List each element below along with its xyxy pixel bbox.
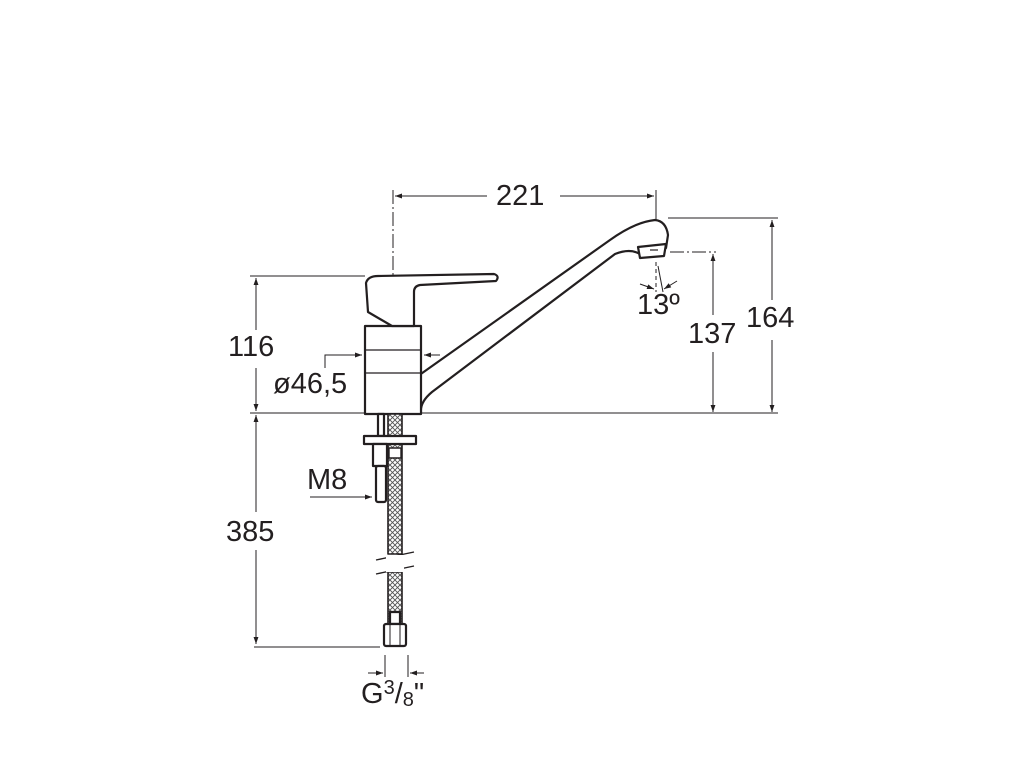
- dim-connection-thread: G3/8": [361, 677, 425, 711]
- dim-hose-length: 385: [226, 516, 275, 548]
- dim-spout-reach: 221: [496, 180, 545, 212]
- hose-ferrule: [388, 610, 402, 626]
- dim-body-diameter: ø46,5: [273, 368, 348, 400]
- mounting-plate: [362, 434, 418, 446]
- thread-slash: /: [394, 678, 403, 710]
- hose-top: [376, 412, 386, 438]
- dim-body-height: 116: [228, 331, 275, 363]
- dim-fixing-stud: M8: [307, 464, 348, 496]
- dim-outlet-height: 137: [688, 318, 737, 350]
- faucet: [362, 218, 670, 648]
- dim-flow-angle: 13º: [637, 289, 680, 321]
- spout: [407, 218, 670, 414]
- dim-total-height: 164: [746, 302, 795, 334]
- thread-inch-mark: ": [413, 678, 425, 710]
- body-cylinder: [363, 324, 423, 416]
- diameter-leader-left: [324, 352, 362, 368]
- thread-denominator: 8: [402, 689, 414, 711]
- lever-handle: [364, 272, 499, 328]
- stud-collar: [371, 442, 389, 468]
- thread-prefix: G: [361, 678, 384, 710]
- fixing-stud-m8: [374, 464, 388, 504]
- aerator: [636, 242, 668, 260]
- thread-numerator: 3: [383, 677, 395, 699]
- hose-nut: [382, 622, 408, 648]
